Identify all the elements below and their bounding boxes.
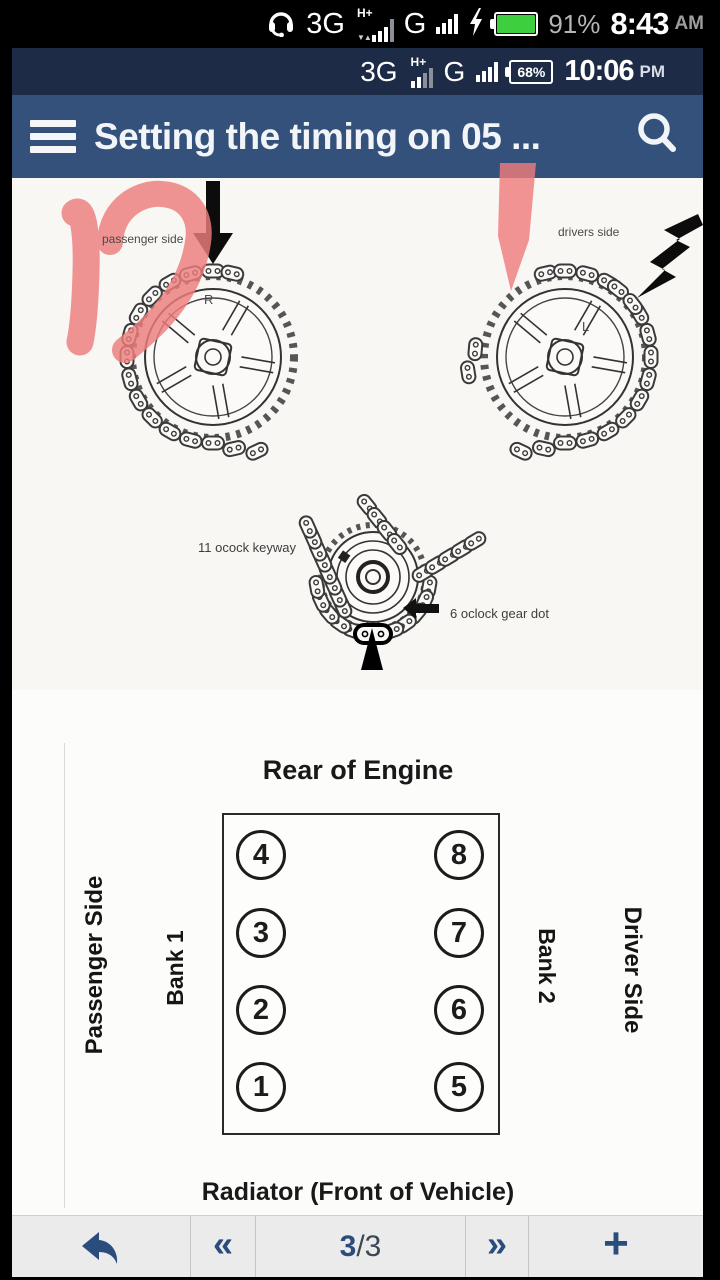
status-bar-outer: 3G H+ ▼▲ G 91% 8:43 AM bbox=[0, 0, 720, 48]
signal-bars-3g-icon-inner bbox=[410, 67, 433, 88]
network-g-label-inner: G bbox=[443, 55, 466, 87]
signal-bars-g-icon-inner bbox=[476, 61, 499, 82]
left-arrow-icon bbox=[403, 598, 439, 619]
search-icon[interactable] bbox=[631, 108, 683, 165]
network-g-label: G bbox=[403, 7, 427, 40]
cylinder-circle: 3 bbox=[236, 908, 286, 958]
signal-bars-3g-icon bbox=[371, 18, 394, 42]
r-mark: R bbox=[204, 292, 213, 307]
updown-arrows-icon: ▼▲ bbox=[356, 32, 372, 42]
radiator-footer-label: Radiator (Front of Vehicle) bbox=[201, 1178, 515, 1206]
driver-side-vertical-label: Driver Side bbox=[619, 906, 646, 1034]
lightning-arrow-icon bbox=[637, 214, 703, 298]
passenger-side-label: passenger side bbox=[102, 232, 184, 246]
signal-3g-group: H+ ▼▲ bbox=[357, 7, 394, 42]
document-content[interactable]: R bbox=[12, 163, 703, 1215]
double-chevron-right-icon: » bbox=[486, 1222, 508, 1264]
clock-time-inner: 10:06 bbox=[564, 55, 634, 87]
app-header: Setting the timing on 05 ... bbox=[12, 95, 703, 178]
plus-icon: + bbox=[603, 1218, 629, 1268]
battery-icon-inner: 68% bbox=[505, 59, 554, 84]
cylinder-circle: 2 bbox=[236, 985, 286, 1035]
l-mark: L bbox=[582, 319, 589, 334]
viewed-screenshot: 3G H+ G 68% 10:06 PM Setting the timi bbox=[12, 48, 703, 1277]
page-edge-line bbox=[64, 743, 65, 1208]
status-bar-inner: 3G H+ G 68% 10:06 PM bbox=[12, 48, 703, 95]
hplus-label: H+ bbox=[356, 5, 373, 20]
keyway-label: 11 ocock keyway bbox=[198, 540, 297, 555]
passenger-side-vertical-label: Passenger Side bbox=[81, 875, 108, 1055]
drivers-side-label: drivers side bbox=[558, 225, 620, 239]
cylinder-circle: 8 bbox=[434, 830, 484, 880]
cylinder-circle: 1 bbox=[236, 1062, 286, 1112]
up-triangle-icon bbox=[361, 628, 383, 670]
network-3g-label: 3G bbox=[306, 7, 345, 40]
page-title: Setting the timing on 05 ... bbox=[94, 115, 541, 157]
menu-icon[interactable] bbox=[30, 120, 76, 153]
hplus-label-inner: H+ bbox=[410, 54, 427, 69]
bank2-label: Bank 2 bbox=[534, 928, 561, 1004]
cylinder-circle: 5 bbox=[434, 1062, 484, 1112]
timing-chain-figure: R bbox=[12, 163, 703, 690]
gear-dot-label: 6 oclock gear dot bbox=[450, 606, 549, 621]
crank-sprocket bbox=[296, 491, 489, 645]
bank1-label: Bank 1 bbox=[161, 930, 188, 1006]
battery-percent-outer: 91% bbox=[548, 8, 601, 39]
signal-3g-group-inner: H+ bbox=[410, 54, 433, 88]
red-marker-annotations bbox=[61, 163, 536, 363]
add-button[interactable]: + bbox=[528, 1216, 703, 1277]
cylinder-circle: 6 bbox=[434, 985, 484, 1035]
cylinder-circle: 4 bbox=[236, 830, 286, 880]
battery-fill bbox=[497, 15, 536, 33]
cylinder-circle: 7 bbox=[434, 908, 484, 958]
clock-time-outer: 8:43 bbox=[610, 6, 669, 41]
rear-of-engine-heading: Rear of Engine bbox=[262, 755, 454, 785]
back-arrow-icon bbox=[82, 1231, 118, 1264]
passenger-cam-gear: R bbox=[119, 263, 295, 463]
clock-ampm-inner: PM bbox=[639, 61, 666, 81]
page-indicator: 3/3 bbox=[255, 1216, 465, 1277]
drivers-cam-gear: L bbox=[459, 263, 659, 463]
keyway-mark bbox=[337, 550, 351, 563]
network-3g-label-inner: 3G bbox=[360, 55, 398, 87]
reader-toolbar: « 3/3 » + bbox=[12, 1215, 703, 1277]
headset-icon bbox=[266, 7, 296, 42]
battery-icon-outer bbox=[490, 12, 539, 36]
next-page-button[interactable]: » bbox=[465, 1216, 528, 1277]
back-button[interactable] bbox=[12, 1216, 190, 1277]
battery-percent-inner: 68% bbox=[517, 63, 546, 80]
charging-bolt-icon bbox=[468, 7, 484, 41]
double-chevron-left-icon: « bbox=[212, 1222, 234, 1264]
signal-bars-g-icon bbox=[436, 14, 459, 34]
clock-ampm-outer: AM bbox=[674, 13, 704, 34]
previous-page-button[interactable]: « bbox=[190, 1216, 255, 1277]
